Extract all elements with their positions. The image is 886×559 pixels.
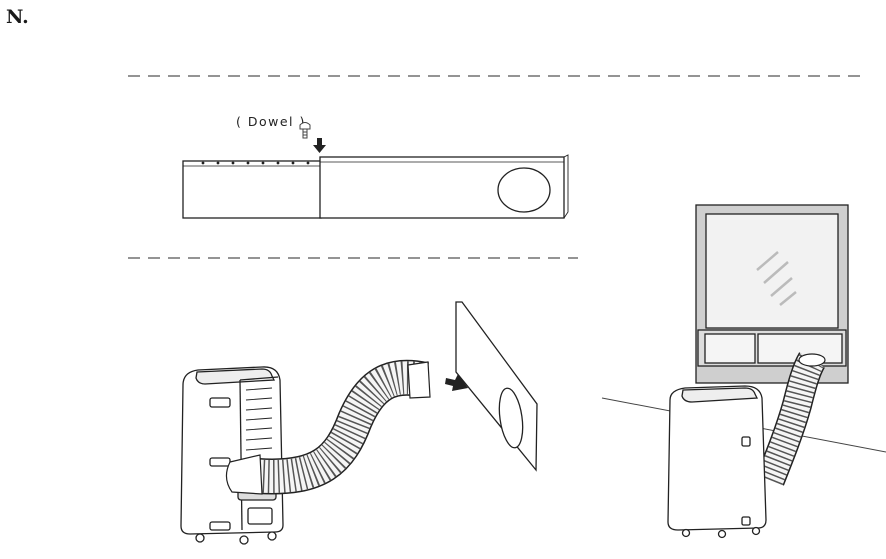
portable-ac-unit-rear — [180, 366, 284, 545]
right-arrow-icon — [445, 374, 468, 391]
dowel-holes — [201, 161, 310, 165]
rear-grille — [245, 387, 273, 451]
glass-reflection — [756, 251, 797, 306]
dowel-screw-icon — [299, 122, 311, 139]
exhaust-hose-right — [756, 352, 826, 486]
step-heading: N. — [6, 6, 29, 28]
installed-scene — [601, 204, 886, 539]
panel-hose-opening — [498, 387, 524, 449]
dowel-label: ( Dowel ) — [236, 114, 306, 129]
window-frame — [695, 204, 849, 384]
portable-ac-unit-front — [667, 385, 767, 539]
slider-inner-panel — [182, 160, 322, 219]
window-slider-kit — [182, 154, 569, 219]
window-slider-panel-angled — [455, 301, 538, 472]
exhaust-hose-left — [225, 359, 431, 495]
hose-opening — [497, 167, 551, 213]
down-arrow-icon — [313, 138, 326, 153]
